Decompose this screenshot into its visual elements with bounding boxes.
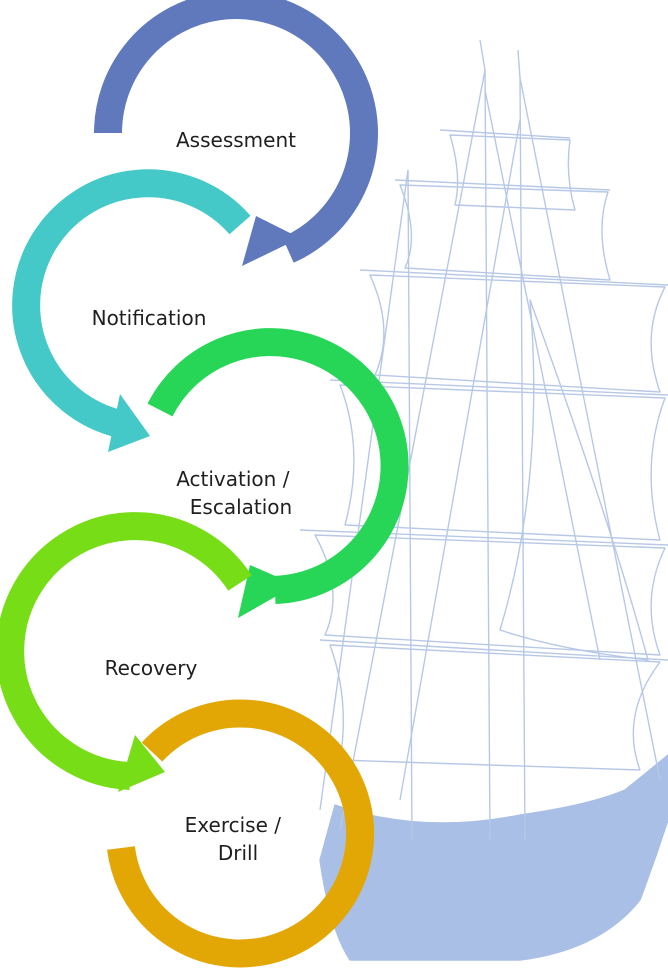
arc-notification <box>12 169 251 438</box>
step-label-activation-escalation: Activation / Escalation <box>176 467 296 519</box>
mizzenmast <box>407 169 413 841</box>
arc-recovery <box>0 512 252 790</box>
mainmast <box>519 77 526 841</box>
cycle-arrow-activation <box>147 328 409 618</box>
cycle-arcs <box>0 0 409 968</box>
step-label-assessment: Assessment <box>176 128 296 152</box>
arc-activation <box>147 328 409 604</box>
arc-exercise <box>107 699 375 968</box>
cycle-labels: Assessment Notification Activation / Esc… <box>92 128 297 865</box>
arc-assessment <box>94 0 378 263</box>
arrowhead-activation <box>238 565 296 618</box>
cycle-arrow-notification <box>12 169 251 452</box>
foremast <box>484 69 491 841</box>
ship-hull <box>319 754 668 961</box>
cycle-arrow-assessment <box>94 0 378 266</box>
cycle-arrow-exercise <box>107 699 375 968</box>
cycle-arrow-recovery <box>0 512 252 792</box>
arrowhead-assessment <box>242 216 300 266</box>
tall-ship-illustration <box>299 39 668 961</box>
arrowhead-recovery <box>118 735 165 792</box>
step-label-notification: Notification <box>92 306 207 330</box>
arrowhead-notification <box>108 394 150 452</box>
step-label-exercise-drill: Exercise / Drill <box>185 813 288 865</box>
step-label-recovery: Recovery <box>105 656 198 680</box>
